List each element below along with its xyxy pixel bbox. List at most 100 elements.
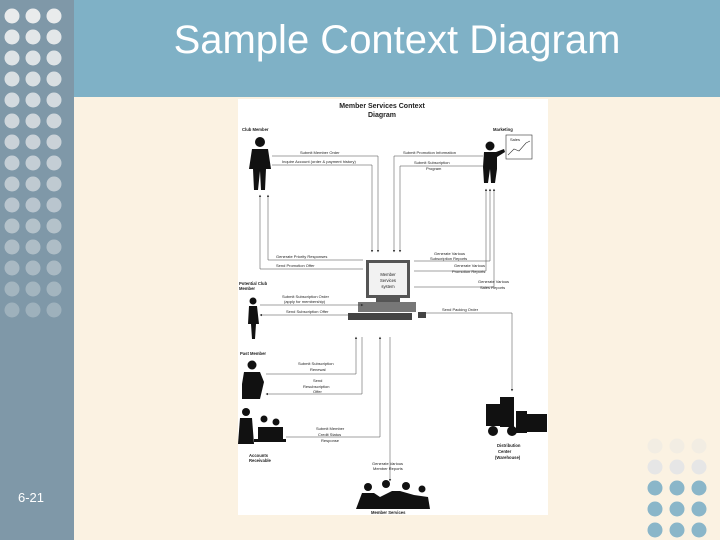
decor-dot <box>4 239 20 255</box>
accounts-receivable-figure <box>238 408 286 444</box>
decor-dot <box>46 218 62 234</box>
flow-credit-status-line3: Response <box>321 438 340 443</box>
flow-submit-subscription-line2: Program <box>426 166 442 171</box>
decor-dot <box>25 260 41 276</box>
flow-promotion-reports-line1: Generate Various <box>454 263 485 268</box>
decor-dot <box>46 29 62 45</box>
flow-subscription-reports-line1: Generate Various <box>434 251 465 256</box>
entity-dc-line1: Distribution <box>497 443 521 448</box>
flow-lines <box>258 155 514 482</box>
decor-dot <box>4 113 20 129</box>
club-member-figure <box>249 137 271 190</box>
entity-member-services: Member Services <box>371 510 406 515</box>
decor-dot <box>46 71 62 87</box>
title-bar <box>74 0 720 97</box>
entity-dc-line3: (Warehouse) <box>495 455 521 460</box>
flow-sales-reports-line1: Generate Various <box>478 279 509 284</box>
flow-generate-priority-responses: Generate Priority Responses <box>276 254 327 259</box>
dot-pattern-left <box>4 8 62 318</box>
flow-sales-reports-line2: Sales Reports <box>480 285 505 290</box>
decor-dot <box>46 197 62 213</box>
entity-marketing: Marketing <box>493 127 513 132</box>
left-decor-strip <box>0 0 74 540</box>
slide-number: 6-21 <box>18 490 45 505</box>
decor-dot <box>46 302 62 318</box>
decor-dot <box>46 8 62 24</box>
decor-dot <box>46 134 62 150</box>
decor-dot <box>25 281 41 297</box>
decor-dot <box>4 302 20 318</box>
flow-credit-status-line2: Credit Status <box>318 432 341 437</box>
system-label-line3: system <box>381 284 395 289</box>
flow-member-reports-line2: Member Reports <box>373 466 403 471</box>
decor-dot <box>4 29 20 45</box>
forklift-icon <box>486 397 547 436</box>
flow-member-reports-line1: Generate Various <box>372 461 403 466</box>
flow-submit-subscription-order-line1: Submit Subscription Order <box>282 294 330 299</box>
entity-potential-line2: Member <box>239 286 255 291</box>
decor-dot <box>46 239 62 255</box>
decor-dot <box>4 218 20 234</box>
decor-dot <box>25 29 41 45</box>
diagram-title-line2: Diagram <box>368 112 396 119</box>
flow-resubscription-line2: Resubscription <box>303 384 329 389</box>
decor-dot <box>4 281 20 297</box>
decor-dot <box>25 8 41 24</box>
entity-past-member: Past Member <box>240 351 266 356</box>
decor-dot <box>25 218 41 234</box>
entity-potential-line1: Potential Club <box>239 281 268 286</box>
decor-dot <box>46 260 62 276</box>
decor-dot <box>25 155 41 171</box>
flow-submit-subscription-order-line2: (apply for membership) <box>284 299 326 304</box>
flow-submit-member-order: Submit Member Order <box>300 150 340 155</box>
marketing-figure <box>483 141 505 183</box>
flow-credit-status-line1: Submit Member <box>316 426 345 431</box>
entity-ar-line1: Accounts <box>249 453 269 458</box>
diagram-title-line1: Member Services Context <box>339 103 425 110</box>
flow-submit-subscription-line1: Submit Subscription <box>414 160 450 165</box>
flow-submit-promotion-info: Submit Promotion Information <box>403 150 456 155</box>
flow-resubscription-line3: Offer <box>313 389 322 394</box>
decor-dot <box>4 50 20 66</box>
past-member-figure <box>242 360 264 399</box>
decor-dot <box>25 302 41 318</box>
flow-inquire-account: Inquire Account (order & payment history… <box>282 159 356 164</box>
sales-chart-icon: Sales <box>505 134 533 160</box>
flow-send-packing-order: Send Packing Order <box>442 307 479 312</box>
flow-subscription-renewal-line2: Renewal <box>310 367 326 372</box>
flow-send-subscription-offer: Send Subscription Offer <box>286 309 329 314</box>
flow-subscription-renewal-line1: Submit Subscription <box>298 361 334 366</box>
decor-dot <box>4 176 20 192</box>
sales-chart-label: Sales <box>510 137 520 142</box>
slide-title: Sample Context Diagram <box>173 18 621 62</box>
system-label-line2: Services <box>380 278 396 283</box>
decor-dot <box>4 260 20 276</box>
context-diagram: Member Services Context Diagram Club Mem… <box>238 99 548 515</box>
decor-dot <box>25 113 41 129</box>
decor-dot <box>25 50 41 66</box>
flow-labels: Submit Member Order Inquire Account (ord… <box>276 150 509 471</box>
system-label-line1: Member <box>380 272 396 277</box>
decor-dot <box>25 134 41 150</box>
decor-dot <box>25 197 41 213</box>
decor-dot <box>25 176 41 192</box>
entity-club-member: Club Member <box>242 127 269 132</box>
decor-dot <box>4 197 20 213</box>
entity-ar-line2: Receivable <box>249 458 272 463</box>
flow-resubscription-line1: Send <box>313 378 322 383</box>
flow-promotion-reports-line2: Promotion Reports <box>452 269 485 274</box>
flow-send-promotion-offer: Send Promotion Offer <box>276 263 315 268</box>
decor-dot <box>46 155 62 171</box>
decor-dot <box>25 92 41 108</box>
member-services-system <box>348 260 426 320</box>
decor-dot <box>46 176 62 192</box>
member-services-group-figure <box>356 480 430 509</box>
decor-dot <box>46 92 62 108</box>
decor-dot <box>4 155 20 171</box>
decor-dot <box>4 92 20 108</box>
flow-subscription-reports-line2: Subscription Reports <box>430 256 467 261</box>
entity-dc-line2: Center <box>498 449 512 454</box>
decor-dot <box>46 113 62 129</box>
decor-dot <box>25 71 41 87</box>
decor-dot <box>4 8 20 24</box>
